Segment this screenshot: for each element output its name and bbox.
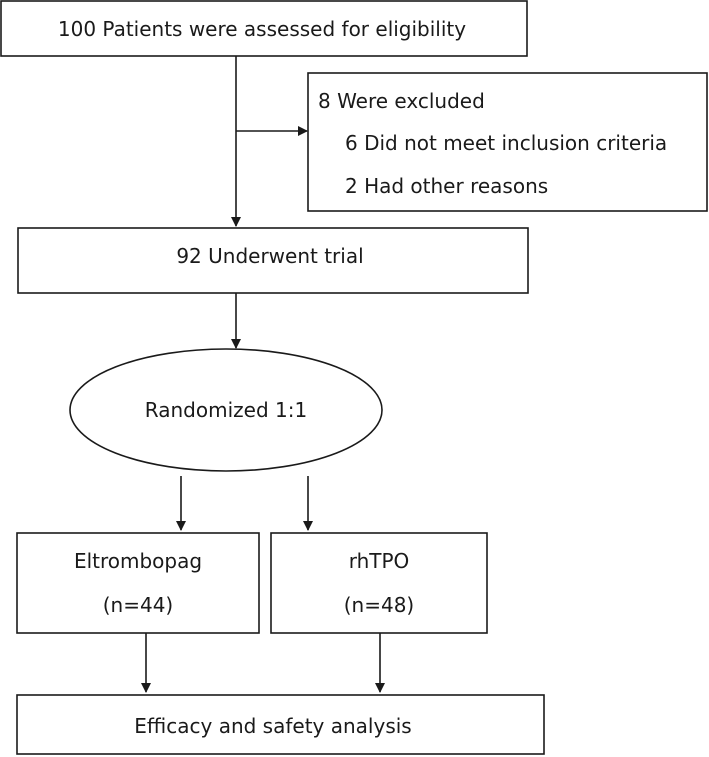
trial-box: 92 Underwent trial (17, 227, 529, 294)
trial-text: 92 Underwent trial (176, 244, 363, 268)
arm-rhtpo-box: rhTPO (n=48) (270, 532, 488, 634)
arm-count: (n=44) (103, 593, 174, 617)
analysis-box: Efficacy and safety analysis (16, 694, 545, 755)
assessed-text: 100 Patients were assessed for eligibili… (58, 17, 466, 41)
arm-name: Eltrombopag (74, 549, 202, 573)
analysis-text: Efficacy and safety analysis (134, 714, 411, 738)
assessed-box: 100 Patients were assessed for eligibili… (0, 0, 528, 57)
excluded-title: 8 Were excluded (318, 89, 485, 113)
arm-eltrombopag-box: Eltrombopag (n=44) (16, 532, 260, 634)
excluded-box: 8 Were excluded 6 Did not meet inclusion… (307, 72, 708, 212)
arm-name: rhTPO (349, 549, 410, 573)
randomized-ellipse: Randomized 1:1 (69, 348, 383, 472)
arm-count: (n=48) (344, 593, 415, 617)
excluded-reason: 2 Had other reasons (345, 174, 548, 198)
excluded-reason: 6 Did not meet inclusion criteria (345, 131, 667, 155)
randomized-text: Randomized 1:1 (145, 398, 307, 422)
